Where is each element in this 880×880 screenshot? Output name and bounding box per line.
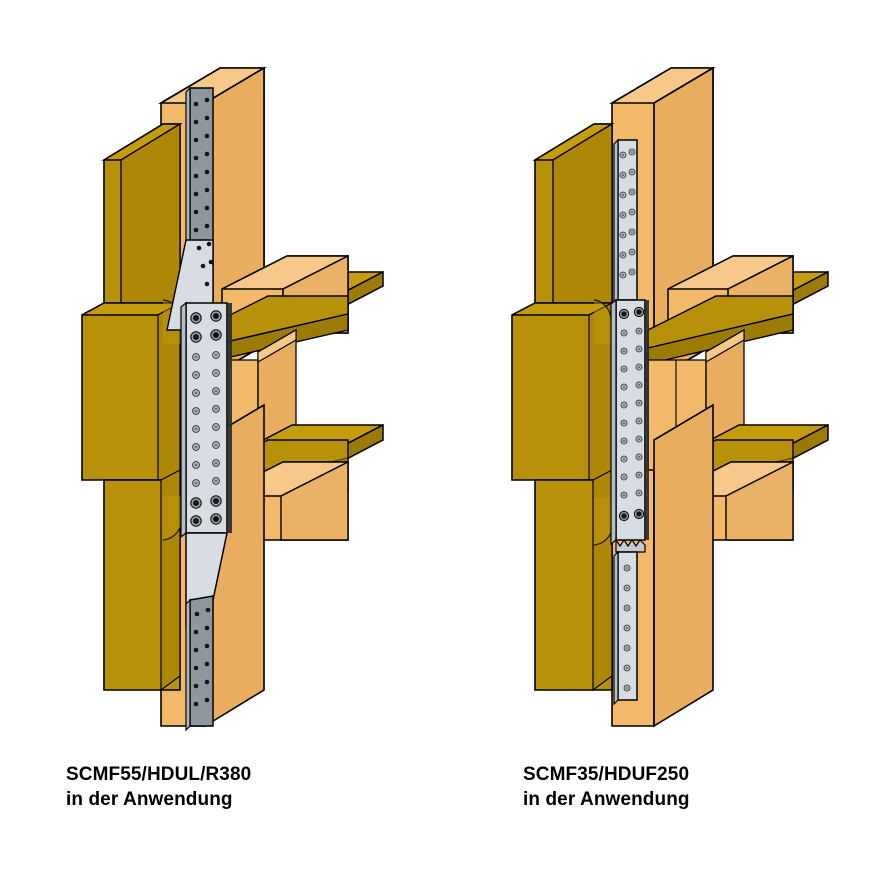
caption-left-code: SCMF55/HDUL/R380 — [66, 764, 252, 785]
caption-right: SCMF35/HDUF250 in der Anwendung — [523, 762, 690, 812]
right-mid-wall-panel — [511, 302, 613, 481]
left-mid-wall-panel — [81, 301, 181, 481]
left-connector — [166, 86, 232, 732]
assembly-right — [511, 66, 829, 728]
caption-left-subtitle: in der Anwendung — [66, 789, 233, 810]
caption-right-code: SCMF35/HDUF250 — [523, 764, 690, 785]
right-connector — [610, 138, 649, 706]
caption-left: SCMF55/HDUL/R380 in der Anwendung — [66, 762, 251, 812]
caption-right-subtitle: in der Anwendung — [523, 789, 690, 810]
assembly-left — [81, 66, 384, 732]
left-lower-wall-panel — [103, 469, 181, 692]
left-upper-slab-band — [199, 295, 349, 365]
left-lower-strap-shaded — [189, 595, 214, 727]
right-lower-wall-panel — [534, 469, 613, 692]
